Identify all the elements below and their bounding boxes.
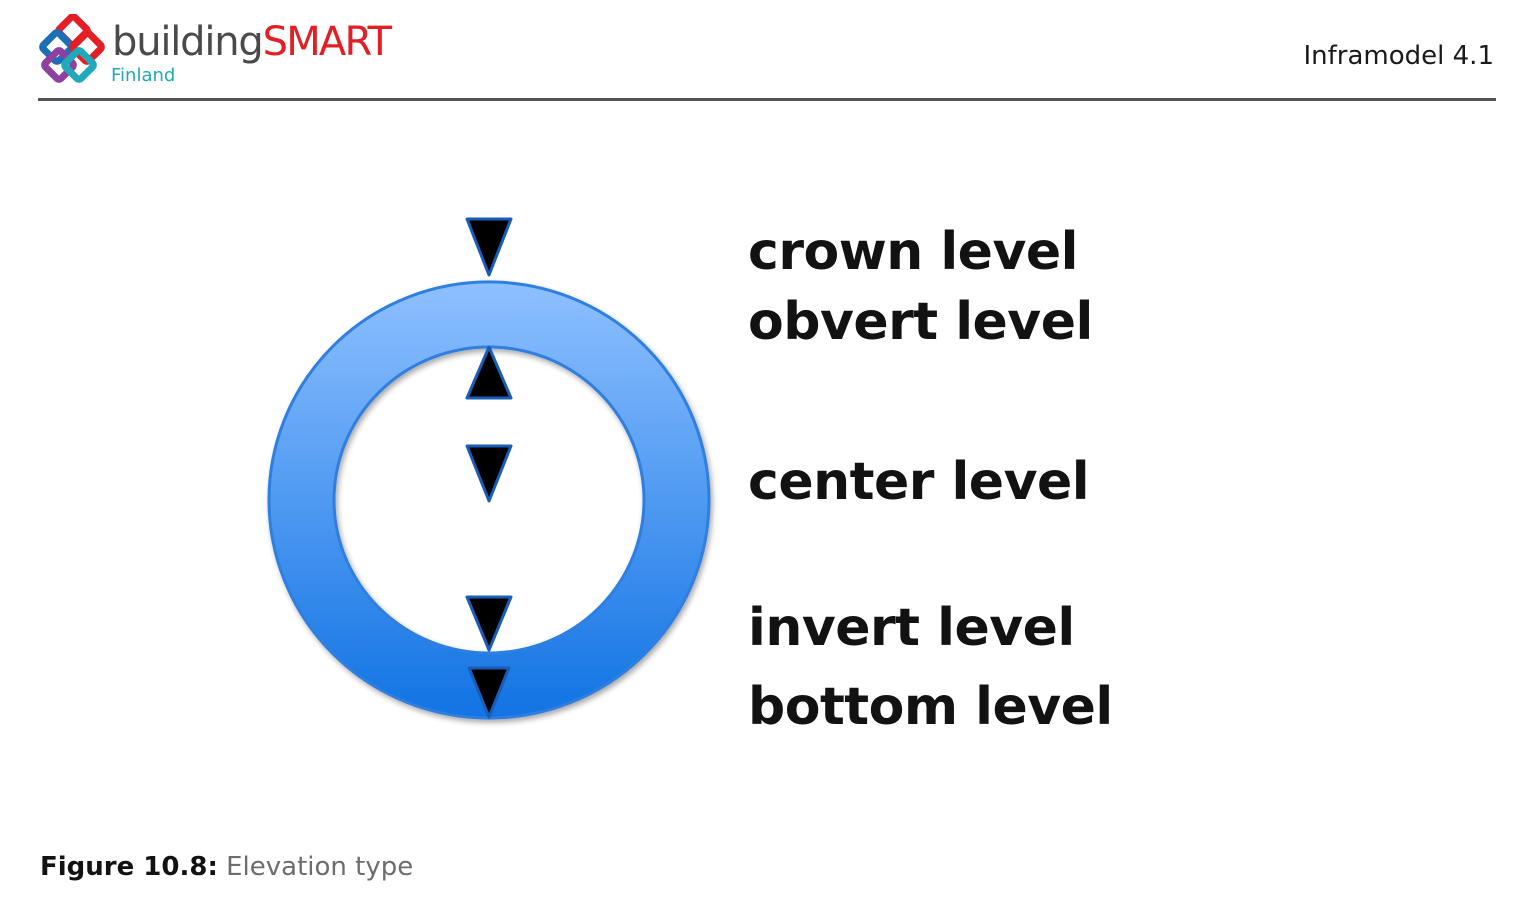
logo-wordmark: buildingSMART (112, 18, 392, 66)
document-title: Inframodel 4.1 (1303, 41, 1495, 71)
obvert-level-label: obvert level (748, 292, 1093, 352)
bottom-level-label: bottom level (748, 677, 1113, 737)
invert-level-marker (465, 595, 513, 652)
center-level-marker (465, 444, 513, 503)
logo-word-smart: SMART (262, 19, 392, 65)
center-level-label: center level (748, 452, 1090, 512)
caption-number: Figure 10.8: (40, 852, 218, 882)
page-header: buildingSMART Finland Inframodel 4.1 (0, 0, 1514, 101)
bottom-level-marker (467, 666, 511, 719)
figure-caption: Figure 10.8: Elevation type (40, 850, 413, 884)
logo-subtitle: Finland (111, 65, 176, 86)
pipe-ring (267, 280, 711, 720)
invert-level-label: invert level (748, 598, 1075, 658)
obvert-level-marker (465, 345, 513, 400)
header-divider (38, 98, 1496, 101)
crown-level-marker (465, 217, 513, 277)
crown-level-label: crown level (748, 222, 1078, 282)
buildingsmart-logo: buildingSMART Finland (36, 12, 456, 92)
logo-word-building: building (112, 19, 264, 65)
elevation-diagram (267, 217, 711, 720)
caption-text: Elevation type (226, 852, 414, 882)
interlocking-squares-icon (39, 14, 105, 83)
level-markers (465, 217, 513, 719)
